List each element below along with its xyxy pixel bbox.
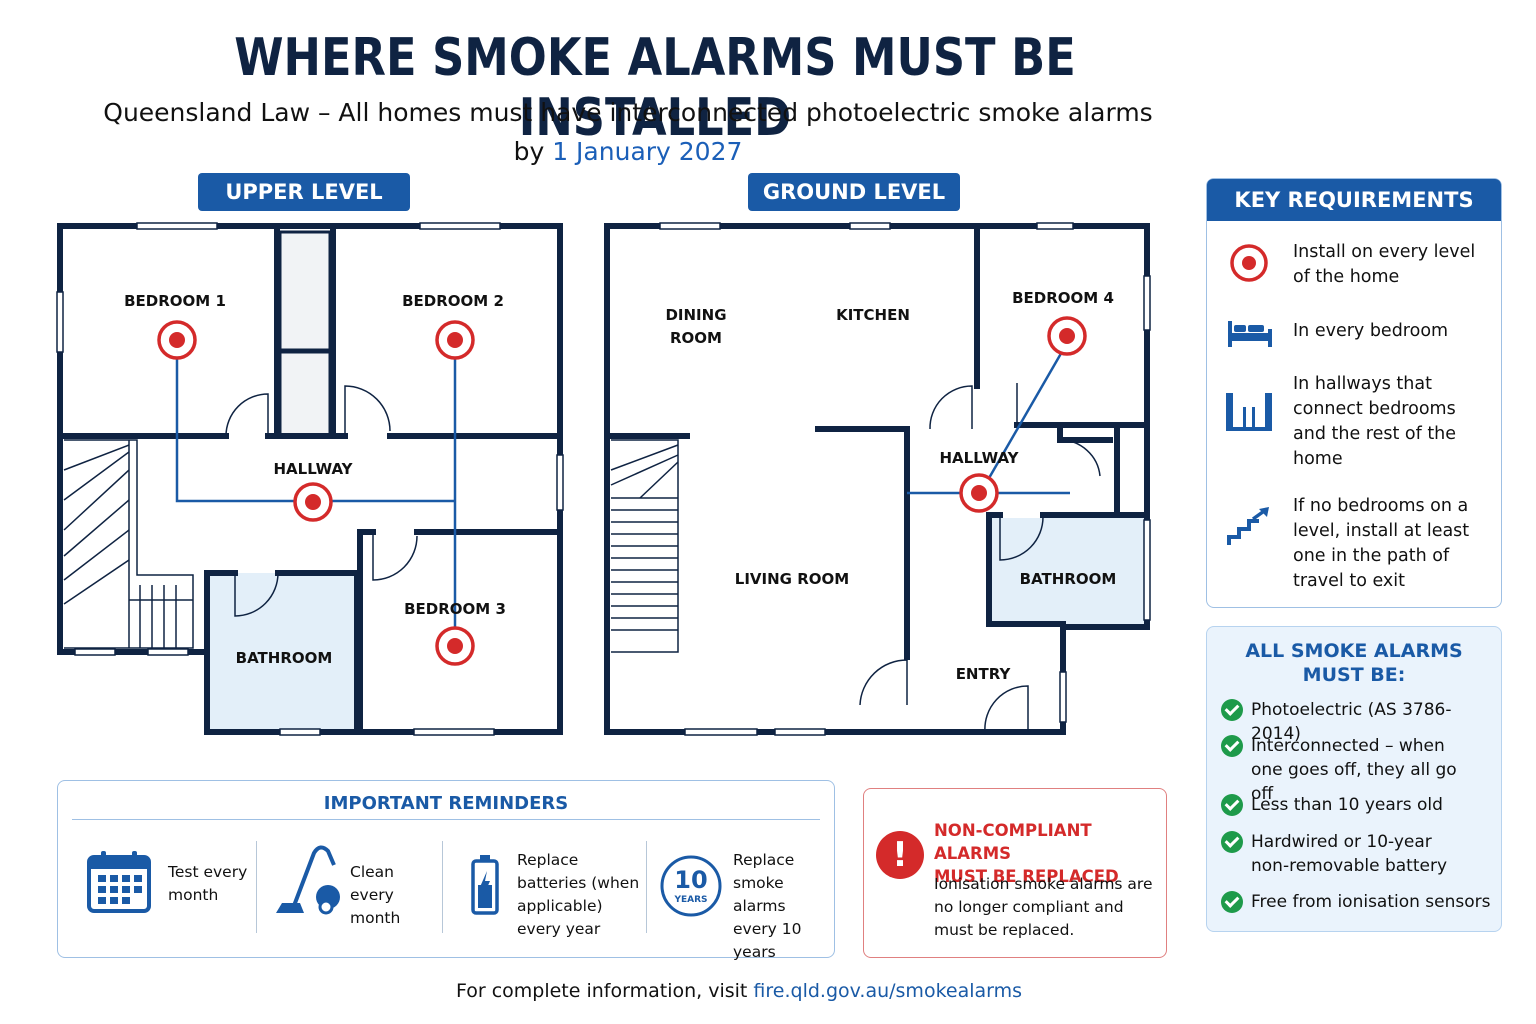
ground-level-badge: GROUND LEVEL (748, 173, 960, 211)
must-photoelectric-bold: Photoelectric (1251, 700, 1363, 720)
must-no-ionisation: Free from ionisation sensors (1251, 892, 1491, 912)
upper-room-label-bedroom2: BEDROOM 2 (402, 292, 504, 310)
must-interconnected: Interconnected – when one goes off, they… (1251, 736, 1457, 804)
requirement-no-bedrooms: If no bedrooms on a level, install at le… (1293, 496, 1470, 591)
ten-years-unit: YEARS (673, 895, 707, 905)
hallway-icon (1226, 393, 1272, 431)
requirement-hallways: In hallways that connect bedrooms and th… (1293, 374, 1457, 469)
ten-years-number: 10 (674, 866, 707, 894)
upper-hallway-alarm (293, 482, 333, 522)
reminder-separator (442, 841, 443, 933)
must-hardwired: Hardwired or 10-year non-removable batte… (1251, 832, 1448, 876)
reminder-test-monthly: Test every month (168, 863, 248, 904)
upper-closet-2 (278, 350, 332, 438)
upper-stairs (63, 439, 194, 649)
ten-years-icon: 10 YEARS (660, 855, 722, 917)
page-subtitle-deadline: by 1 January 2027 (0, 137, 1256, 166)
battery-icon (471, 855, 499, 915)
upper-bedroom2-alarm (435, 320, 475, 360)
must-photoelectric: Photoelectric (AS 3786-2014) (1251, 698, 1491, 746)
must-less-than-10-years: Less than 10 years old (1251, 795, 1443, 815)
vacuum-icon (276, 845, 340, 915)
footer-text: For complete information, visit (455, 980, 748, 1002)
non-compliant-panel: ! NON-COMPLIANT ALARMS MUST BE REPLACED … (863, 788, 1167, 958)
key-requirements-title: KEY REQUIREMENTS (1207, 179, 1501, 221)
calendar-icon (87, 851, 151, 913)
requirement-every-level: Install on every level of the home (1293, 242, 1476, 287)
check-icon (1221, 831, 1243, 853)
upper-room-label-hallway: HALLWAY (273, 460, 353, 478)
all-alarms-title: ALL SMOKE ALARMS MUST BE: (1207, 639, 1501, 687)
upper-room-label-bedroom3: BEDROOM 3 (404, 600, 506, 618)
ground-stairs (610, 439, 679, 653)
upper-closet-1 (278, 230, 332, 352)
ground-level-plan: DINING ROOM KITCHEN BEDROOM 4 HALLWAY LI… (604, 222, 1151, 736)
upper-level-plan: BEDROOM 1 BEDROOM 2 HALLWAY BEDROOM 3 BA… (56, 222, 564, 736)
reminder-clean-monthly: Clean every month (350, 863, 401, 927)
upper-bedroom3-alarm (435, 626, 475, 666)
ground-room-label-dining: DINING (665, 306, 726, 324)
bed-icon (1228, 321, 1272, 347)
ground-room-label-kitchen: KITCHEN (836, 306, 910, 324)
exclamation-icon: ! (876, 831, 924, 879)
ground-bedroom4-alarm (1047, 316, 1087, 356)
upper-room-label-bathroom: BATHROOM (236, 649, 333, 667)
upper-interconnect-wires (175, 358, 457, 628)
ground-room-label-entry: ENTRY (956, 665, 1012, 683)
upper-bathroom-fill (207, 573, 357, 729)
check-icon (1221, 735, 1243, 757)
requirement-every-bedroom: In every bedroom (1293, 321, 1449, 341)
smoke-alarm-icon (1230, 244, 1268, 282)
reminders-divider (72, 819, 820, 820)
important-reminders-panel: IMPORTANT REMINDERS Test every month Cle… (57, 780, 835, 961)
ground-room-label-bedroom4: BEDROOM 4 (1012, 289, 1114, 307)
page-subtitle: Queensland Law – All homes must have int… (103, 98, 1153, 127)
check-icon (1221, 699, 1243, 721)
ground-hallway-alarm (959, 473, 999, 513)
deadline-date: 1 January 2027 (552, 137, 743, 166)
non-compliant-title-line1: NON-COMPLIANT ALARMS (934, 821, 1092, 863)
ground-room-label-hallway: HALLWAY (939, 449, 1019, 467)
floor-plans: BEDROOM 1 BEDROOM 2 HALLWAY BEDROOM 3 BA… (56, 222, 1151, 736)
non-compliant-title-line2: MUST BE REPLACED (934, 867, 1119, 886)
must-photoelectric-standard: (AS 3786-2014) (1251, 700, 1452, 744)
all-alarms-title-line1: ALL SMOKE ALARMS (1245, 640, 1463, 662)
ground-room-label-bathroom: BATHROOM (1020, 570, 1117, 588)
subtitle-by: by (513, 137, 545, 166)
upper-bedroom1-alarm (157, 320, 197, 360)
ground-interconnect-wires (907, 349, 1070, 495)
key-requirements-panel: KEY REQUIREMENTS Install on every level … (1206, 178, 1502, 608)
reminder-replace-alarms: Replace smoke alarms every 10 years (733, 851, 802, 961)
page-title: WHERE SMOKE ALARMS MUST BE INSTALLED (234, 28, 1076, 148)
footer: For complete information, visit fire.qld… (0, 980, 1478, 1002)
upper-room-label-bedroom1: BEDROOM 1 (124, 292, 226, 310)
upper-level-badge: UPPER LEVEL (198, 173, 410, 211)
check-icon (1221, 794, 1243, 816)
all-alarms-title-line2: MUST BE: (1302, 664, 1406, 686)
ground-bathroom-fill (989, 518, 1144, 624)
reminders-title: IMPORTANT REMINDERS (323, 793, 569, 814)
stairs-icon (1227, 507, 1269, 545)
all-alarms-panel: ALL SMOKE ALARMS MUST BE: Photoelectric … (1206, 626, 1502, 932)
non-compliant-text: Ionisation smoke alarms are no longer co… (934, 875, 1153, 939)
reminder-separator (256, 841, 257, 933)
non-compliant-title: NON-COMPLIANT ALARMS MUST BE REPLACED (934, 819, 1166, 888)
check-icon (1221, 891, 1243, 913)
footer-link[interactable]: fire.qld.gov.au/smokealarms (753, 980, 1023, 1002)
ground-room-label-dining-room: ROOM (670, 329, 722, 347)
ground-room-label-living-room: LIVING ROOM (735, 570, 849, 588)
reminder-replace-batteries: Replace batteries (when applicable) ever… (517, 851, 640, 938)
reminder-separator (646, 841, 647, 933)
